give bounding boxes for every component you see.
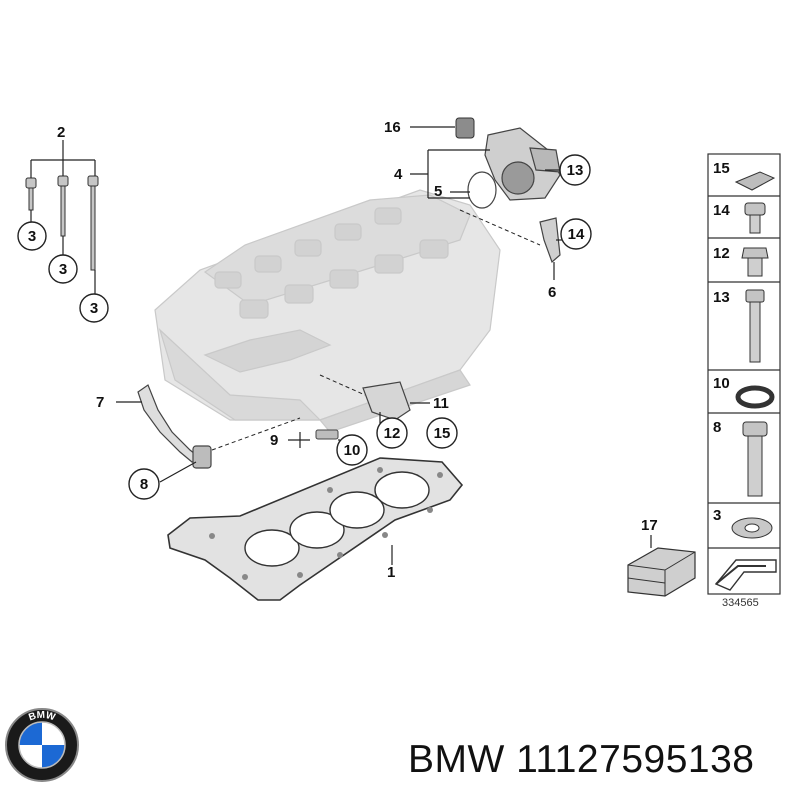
svg-text:14: 14 [568,226,585,243]
bmw-logo: BMW [5,708,79,782]
svg-text:3: 3 [28,228,36,245]
legend-row-12: 12 [713,245,769,277]
callout-1: 1 [387,564,395,581]
callout-labels: 2 16 4 5 6 7 9 11 1 [57,119,556,581]
svg-text:17: 17 [641,517,658,534]
kit-box-17: 17 [627,517,696,597]
callout-10-circle: 10 [336,434,368,466]
legend-row-14: 14 [713,202,766,234]
callout-6: 6 [548,284,556,301]
plug-10 [315,429,339,440]
legend-row-15: 15 [713,160,776,191]
head-gasket [167,457,464,601]
svg-text:3: 3 [713,507,721,524]
callout-9: 9 [270,432,278,449]
leader-lines [30,126,562,565]
parts-legend: 15 14 12 13 10 8 3 [707,153,781,609]
gasket-ring-5 [467,171,497,209]
callout-7: 7 [96,394,104,411]
callout-13-circle: 13 [559,154,591,186]
svg-text:13: 13 [567,162,584,179]
svg-text:10: 10 [344,442,361,459]
bolts-2 [25,175,99,271]
callout-14-circle: 14 [560,218,592,250]
svg-text:12: 12 [713,245,730,262]
svg-text:3: 3 [90,300,98,317]
svg-text:BMW: BMW [27,710,57,724]
callout-8-circle: 8 [128,468,160,500]
svg-text:15: 15 [713,160,730,177]
legend-row-3: 3 [713,507,773,539]
legend-arrow-row [714,559,777,591]
svg-text:15: 15 [434,425,451,442]
part-number: 11127595138 [516,738,755,781]
legend-row-8: 8 [713,419,768,497]
callout-5: 5 [434,183,442,200]
callout-3-a: 3 [17,221,47,251]
legend-row-13: 13 [713,289,765,363]
housing-assembly [484,127,561,201]
svg-text:3: 3 [59,261,67,278]
svg-text:13: 13 [713,289,730,306]
brand-name: BMW [408,738,505,781]
callout-12-circle: 12 [376,417,408,449]
dashed-guides [211,209,541,451]
cover-11 [362,381,411,421]
legend-row-10: 10 [713,375,775,409]
svg-text:10: 10 [713,375,730,392]
callout-2: 2 [57,124,65,141]
reference-number: 334565 [722,597,759,609]
callout-16: 16 [384,119,401,136]
callout-11: 11 [433,395,449,412]
callout-15-circle: 15 [426,417,458,449]
callout-4: 4 [394,166,403,183]
oil-pipe-7 [137,384,212,469]
footer-part-label: BMW 11127595138 [408,738,754,782]
svg-text:12: 12 [384,425,401,442]
sleeve-part-16 [455,117,475,139]
bracket-14 [539,217,561,264]
svg-text:8: 8 [713,419,721,436]
callout-3-c: 3 [79,293,109,323]
cylinder-head-illustration [154,189,501,433]
callout-3-b: 3 [48,254,78,284]
svg-text:8: 8 [140,476,148,493]
circled-callouts: 3 3 3 13 14 8 10 12 15 [17,154,592,500]
svg-text:14: 14 [713,202,730,219]
